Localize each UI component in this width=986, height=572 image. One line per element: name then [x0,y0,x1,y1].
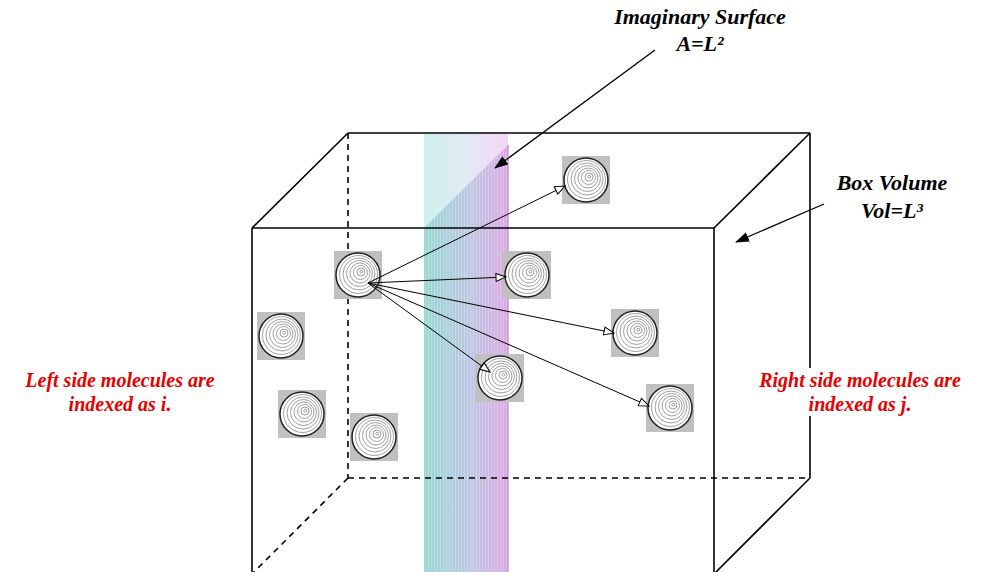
leader-lines [495,50,824,242]
volume-label: Box Volume [835,170,950,196]
molecule [257,312,305,360]
molecule [334,251,382,299]
cube-edge [713,228,715,572]
cube-edge [809,133,811,478]
molecule [611,309,659,357]
hidden-edge [347,133,349,478]
leader-line [495,50,655,168]
interaction-arrow [368,277,506,283]
imaginary-plane [424,133,508,572]
interaction-arrow [368,186,565,283]
molecule [646,384,694,432]
plane-band [424,133,508,572]
area-formula: A=L² [674,31,725,57]
interaction-arrows [368,186,649,406]
surface-label: Imaginary Surface [612,4,788,30]
left-side-note: Left side molecules are indexed as i. [8,368,232,416]
cube-edge [348,132,810,134]
right-side-note: Right side molecules are indexed as j. [748,368,972,416]
hidden-edge [252,478,348,572]
molecules [257,156,694,461]
interaction-arrow [368,283,649,406]
cube-edge [252,133,348,228]
molecule [278,390,326,438]
molecule [503,251,551,299]
cube-edges [252,133,810,572]
cube-edge [714,133,810,228]
molecule [350,413,398,461]
leader-line [736,204,824,242]
cube-edge [714,478,810,572]
interaction-arrow [368,283,490,372]
volume-formula: Vol=L³ [859,198,925,224]
molecule [476,354,524,402]
hidden-edge [348,477,810,479]
molecule [562,156,610,204]
cube-edge [252,227,714,229]
interaction-arrow [368,283,614,333]
cube-edge [251,228,253,572]
